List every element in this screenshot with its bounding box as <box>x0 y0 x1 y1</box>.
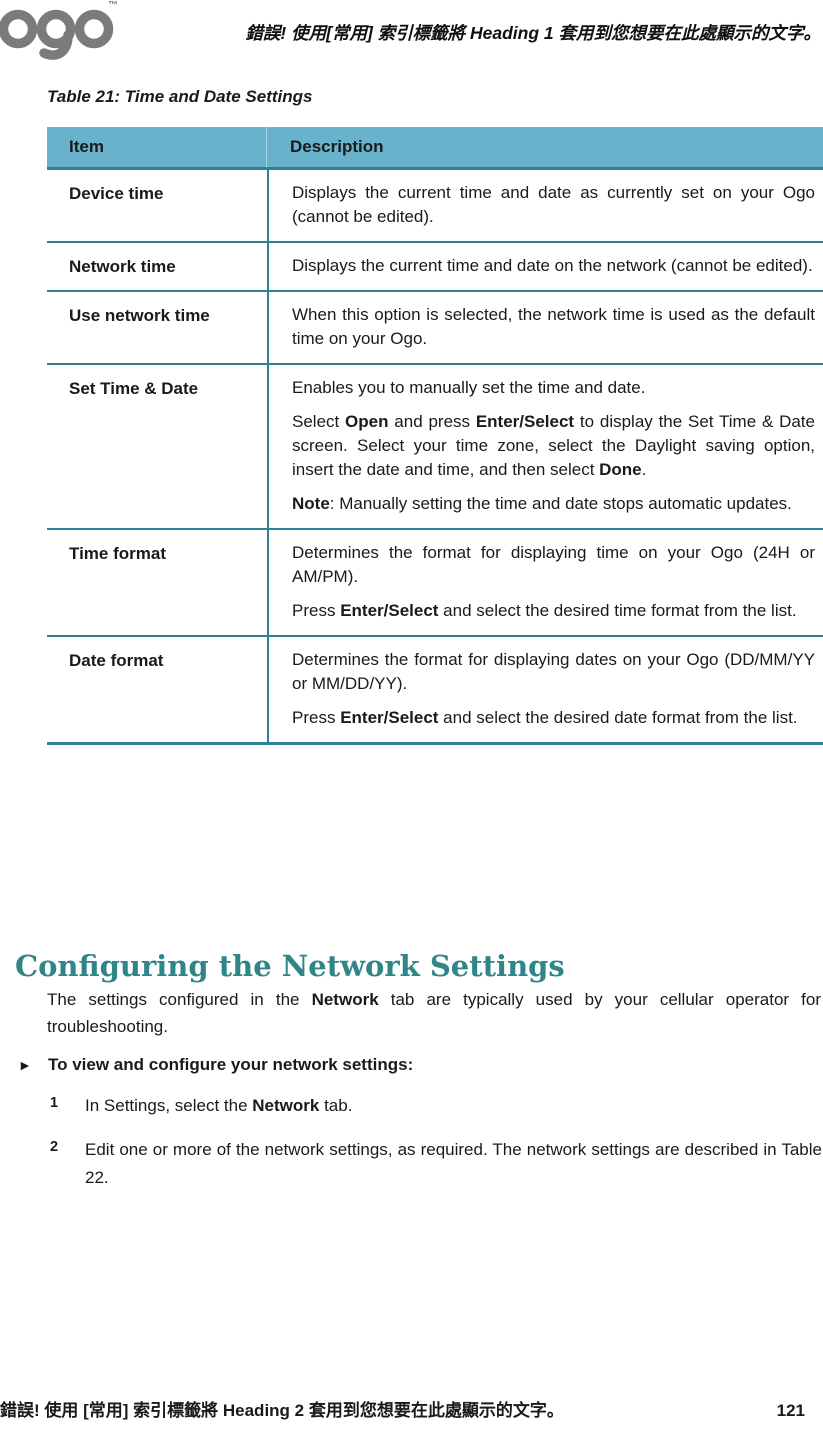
page-number: 121 <box>776 1401 805 1420</box>
item-cell: Network time <box>69 257 176 276</box>
section-heading: Configuring the Network Settings <box>15 949 565 984</box>
table-row-date-format: Date format Determines the format for di… <box>47 637 823 745</box>
description-paragraph: Press Enter/Select and select the desire… <box>292 708 798 727</box>
item-cell: Use network time <box>69 306 210 325</box>
description-cell: Determines the format for displaying tim… <box>267 530 823 635</box>
description-cell: Enables you to manually set the time and… <box>267 365 823 528</box>
description-paragraph: Determines the format for displaying tim… <box>292 543 815 586</box>
table-row-network-time: Network time Displays the current time a… <box>47 243 823 292</box>
header-error-text: 錯誤! 使用[常用] 索引標籤將 Heading 1 套用到您想要在此處顯示的文… <box>245 23 821 43</box>
column-header-item: Item <box>47 127 267 167</box>
procedure-arrow-icon: ► <box>18 1057 32 1073</box>
column-header-description: Description <box>290 137 384 156</box>
time-date-settings-table: Item Description Device time Displays th… <box>47 127 823 745</box>
item-cell: Date format <box>69 651 164 670</box>
table-header-row: Item Description <box>47 127 823 170</box>
description-paragraph: Note: Manually setting the time and date… <box>292 494 792 513</box>
ogo-logo: ™ <box>0 0 120 73</box>
step-row-1: 1 In Settings, select the Network tab. <box>50 1092 822 1120</box>
item-cell: Time format <box>69 544 166 563</box>
description-cell: Displays the current time and date on th… <box>267 243 823 290</box>
step-text: In Settings, select the Network tab. <box>85 1096 353 1115</box>
procedure-label: To view and configure your network setti… <box>48 1055 414 1074</box>
procedure-heading: ► To view and configure your network set… <box>18 1055 818 1075</box>
description-paragraph: Determines the format for displaying dat… <box>292 650 815 693</box>
table-row-use-network-time: Use network time When this option is sel… <box>47 292 823 365</box>
step-number: 2 <box>50 1139 59 1155</box>
table-caption: Table 21: Time and Date Settings <box>47 87 313 106</box>
description-cell: Determines the format for displaying dat… <box>267 637 823 742</box>
table-row-set-time-date: Set Time & Date Enables you to manually … <box>47 365 823 530</box>
description-cell: When this option is selected, the networ… <box>267 292 823 363</box>
item-cell: Device time <box>69 184 164 203</box>
trademark-symbol: ™ <box>108 0 118 11</box>
description-paragraph: Displays the current time and date on th… <box>292 256 813 275</box>
description-paragraph: Press Enter/Select and select the desire… <box>292 601 797 620</box>
description-paragraph: Select Open and press Enter/Select to di… <box>292 412 815 479</box>
page-footer: 錯誤! 使用 [常用] 索引標籤將 Heading 2 套用到您想要在此處顯示的… <box>0 1396 805 1421</box>
description-paragraph: Displays the current time and date as cu… <box>292 183 815 226</box>
table-row-time-format: Time format Determines the format for di… <box>47 530 823 637</box>
item-cell: Set Time & Date <box>69 379 199 398</box>
description-paragraph: When this option is selected, the networ… <box>292 305 815 348</box>
description-cell: Displays the current time and date as cu… <box>267 170 823 241</box>
step-row-2: 2 Edit one or more of the network settin… <box>50 1136 822 1192</box>
step-number: 1 <box>50 1095 59 1111</box>
description-paragraph: Enables you to manually set the time and… <box>292 378 646 397</box>
table-row-device-time: Device time Displays the current time an… <box>47 170 823 243</box>
intro-paragraph: The settings configured in the Network t… <box>47 990 822 1036</box>
ogo-logo-icon <box>0 9 114 60</box>
step-text: Edit one or more of the network settings… <box>85 1140 822 1187</box>
footer-error-text: 錯誤! 使用 [常用] 索引標籤將 Heading 2 套用到您想要在此處顯示的… <box>0 1401 564 1420</box>
